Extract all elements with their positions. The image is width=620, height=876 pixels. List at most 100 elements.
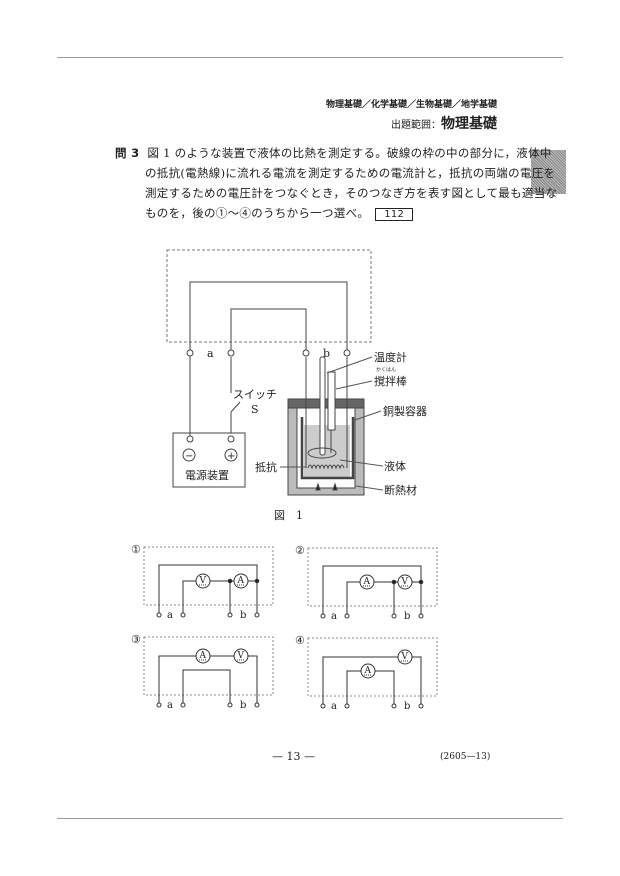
dashed-frame: [143, 636, 274, 696]
terminal: [156, 612, 162, 618]
subjects-header: 物理基礎／化学基礎／生物基礎／地学基礎: [325, 100, 497, 110]
meter-icon: A: [359, 574, 375, 590]
label-b: b: [404, 701, 410, 712]
terminal: [418, 613, 424, 619]
circuit-wire: [158, 564, 258, 614]
plus-terminal-icon: [224, 448, 238, 462]
meter-letter: V: [401, 577, 409, 587]
terminal: [320, 703, 326, 709]
label-a: a: [331, 701, 337, 712]
meter-icon: V: [397, 574, 413, 590]
meter-letter: V: [237, 651, 245, 661]
question-line-2: の抵抗(電熱線)に流れる電流を測定するための電流計と，抵抗の両端の電圧を: [145, 166, 556, 180]
meter-icon: A: [233, 573, 249, 589]
terminal: [227, 702, 233, 708]
terminal: [227, 612, 233, 618]
question-line-1: 問 3 図 1 のような装置で液体の比熱を測定する。破線の枠の中の部分に，液体中: [115, 145, 552, 161]
bottom-rule: [57, 818, 563, 819]
meter-icon: A: [360, 663, 376, 679]
question-line-3: 測定するための電圧計をつなぐとき，そのつなぎ方を表す図として最も適当な: [145, 186, 558, 200]
label-a: a: [167, 610, 173, 621]
terminal: [320, 613, 326, 619]
figure-1-labels: a b スイッチ S − + 電源装置 温度計 かくはん 撹拌棒 銅製容器 液体…: [185, 347, 427, 522]
choice-number: ④: [295, 634, 305, 647]
page-code: (2605—13): [440, 752, 491, 762]
stirrer: [327, 371, 336, 431]
scope-label: 出題範囲：: [391, 120, 441, 131]
label-b: b: [404, 611, 410, 622]
dashed-frame: [307, 547, 438, 607]
stirrer-label: 撹拌棒: [374, 374, 407, 388]
circuit-wire: [322, 565, 422, 615]
page-number: — 13 —: [272, 750, 315, 763]
meter-letter: A: [363, 577, 371, 587]
terminal: [344, 613, 350, 619]
label-b: b: [240, 700, 246, 711]
label-a: a: [207, 347, 214, 360]
scope-value: 物理基礎: [441, 116, 497, 132]
meter-letter: A: [364, 666, 372, 676]
top-rule: [57, 57, 563, 58]
resistor-coil: [307, 464, 345, 470]
question-line-4: ものを，後の①～④のうちから一つ選べ。 112: [145, 205, 414, 221]
choice-3[interactable]: ③ A Va b: [131, 633, 274, 711]
meter-letter: A: [199, 651, 207, 661]
meter-icon: V: [195, 573, 211, 589]
thermometer: [319, 356, 326, 456]
terminal: [344, 703, 350, 709]
dashed-frame: [166, 249, 372, 343]
minus-terminal-icon: [182, 448, 196, 462]
terminal: [418, 703, 424, 709]
meter-letter: A: [237, 576, 245, 586]
terminal: [391, 703, 397, 709]
meter-letter: V: [401, 652, 409, 662]
terminal: [391, 613, 397, 619]
stirrer-ring: [307, 447, 337, 459]
stirrer-ruby: かくはん: [376, 366, 396, 373]
choice-4[interactable]: ④ A Va b: [295, 634, 438, 712]
meter-icon: A: [195, 648, 211, 664]
switch-label: スイッチ: [233, 388, 277, 401]
terminal: [180, 612, 186, 618]
copper-container-label: 銅製容器: [383, 404, 427, 418]
wire-inner: [230, 308, 307, 353]
power-supply-label: 電源装置: [185, 468, 229, 482]
choice-number: ③: [131, 633, 141, 646]
question-number: 問 3: [115, 146, 140, 160]
figure-caption: 図 1: [274, 509, 303, 522]
resistor-label: 抵抗: [255, 460, 277, 474]
label-b: b: [240, 610, 246, 621]
label-a: a: [167, 700, 173, 711]
scope-header: 出題範囲：物理基礎: [391, 113, 497, 133]
question-text: ものを，後の①～④のうちから一つ選べ。: [145, 206, 370, 220]
dashed-frame: [307, 637, 438, 697]
meter-icon: V: [397, 649, 413, 665]
side-tab: [531, 150, 566, 194]
terminal: [254, 702, 260, 708]
switch-symbol: S: [251, 403, 259, 416]
terminal: [254, 612, 260, 618]
terminals: [186, 349, 351, 357]
label-a: a: [331, 611, 337, 622]
answer-box: 112: [375, 208, 414, 221]
terminal: [180, 702, 186, 708]
power-supply-box: [172, 432, 246, 488]
choice-2[interactable]: ② A Va b: [295, 544, 438, 622]
copper-container: [300, 417, 355, 480]
dashed-frame: [143, 546, 274, 606]
meter-icon: V: [233, 648, 249, 664]
plus-sign: +: [227, 451, 235, 462]
meter-letter: V: [199, 576, 207, 586]
choice-number: ②: [295, 544, 305, 557]
insulation-label: 断熱材: [384, 483, 417, 497]
minus-sign: −: [185, 451, 193, 462]
liquid: [304, 425, 350, 478]
switch-lever: [230, 401, 241, 413]
figure-1: [166, 249, 384, 496]
thermometer-label: 温度計: [374, 350, 407, 364]
liquid-label: 液体: [384, 459, 406, 473]
